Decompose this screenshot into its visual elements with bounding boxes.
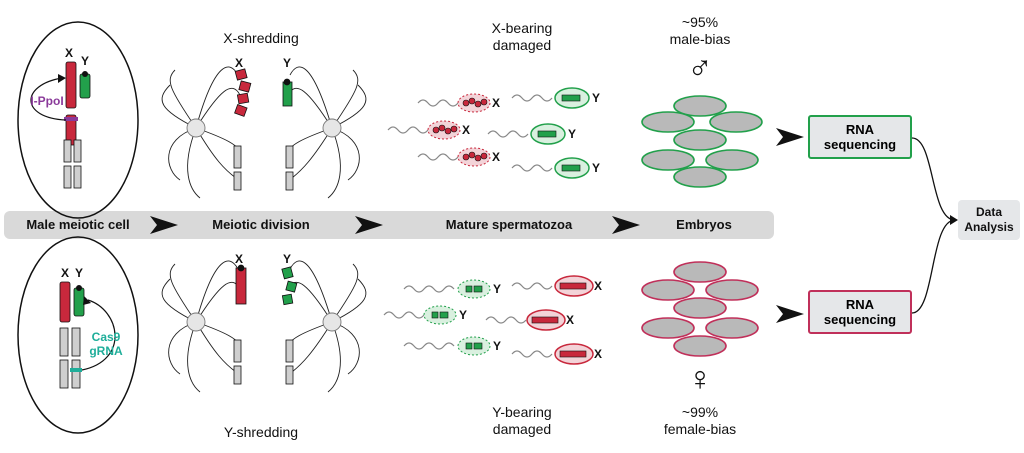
- spindle-bottom: [161, 260, 367, 393]
- enzyme-cas9: Cas9: [91, 330, 121, 344]
- enzyme-grna: gRNA: [89, 344, 123, 358]
- data-analysis-box: Data Analysis: [958, 200, 1020, 240]
- top-y-label: Y: [80, 54, 89, 68]
- top-division-chromosomes: [233, 68, 294, 191]
- stage-label-male-meiotic-cell: Male meiotic cell: [26, 217, 130, 232]
- x-shredding-label: X-shredding: [223, 30, 299, 46]
- male-bias-percent: ~95%: [681, 14, 719, 30]
- bottom-x-label: X: [60, 266, 69, 280]
- embryos-bottom: [641, 261, 759, 357]
- analysis-arrowhead: [950, 215, 958, 225]
- bottom-cell: [17, 236, 139, 434]
- sperm-top-x-2: X: [461, 123, 470, 137]
- sperm-bottom-y-2: Y: [458, 308, 467, 322]
- sperm-bottom-y-3: Y: [492, 339, 501, 353]
- connector-lines: [911, 137, 956, 314]
- division-top-y: Y: [282, 56, 291, 70]
- top-cell: [17, 21, 139, 219]
- sperm-bottom-y-1: Y: [492, 282, 501, 296]
- sperm-heads-top: [427, 87, 590, 179]
- female-symbol: ♀: [687, 360, 713, 398]
- rna-sequencing-box-bottom: RNA sequencing: [808, 290, 912, 334]
- sperm-top-y-3: Y: [591, 161, 600, 175]
- sperm-bottom-x-2: X: [565, 313, 574, 327]
- spindle-top: [161, 66, 367, 199]
- y-shredding-label: Y-shredding: [223, 424, 299, 440]
- embryos-top: [641, 95, 763, 188]
- female-bias-percent: ~99%: [681, 404, 719, 420]
- male-symbol: ♂: [687, 48, 713, 86]
- sperm-bottom-x-3: X: [593, 347, 602, 361]
- sperm-top: [387, 94, 553, 172]
- bottom-y-label: Y: [74, 266, 83, 280]
- rna-sequencing-box-top: RNA sequencing: [808, 115, 912, 159]
- sperm-bottom: [383, 282, 553, 358]
- enzyme-ippoi: I-PpoI: [30, 94, 64, 108]
- division-bottom-y: Y: [282, 252, 291, 266]
- stage-bar: [4, 211, 774, 239]
- male-bias-label: male-bias: [669, 31, 731, 47]
- sperm-bottom-x-1: X: [593, 279, 602, 293]
- sperm-top-x-1: X: [491, 96, 500, 110]
- stage-arrowheads: [150, 128, 804, 323]
- bottom-division-chromosomes: [233, 264, 298, 385]
- sperm-heads-bottom: [423, 275, 594, 365]
- stage-label-embryos: Embryos: [676, 217, 732, 232]
- sperm-top-y-1: Y: [591, 91, 600, 105]
- stage-label-meiotic-division: Meiotic division: [212, 217, 310, 232]
- female-bias-label: female-bias: [663, 421, 737, 437]
- sperm-top-x-3: X: [491, 150, 500, 164]
- x-bearing-damaged-label: X-bearing damaged: [491, 20, 553, 53]
- y-bearing-damaged-label: Y-bearing damaged: [492, 404, 552, 437]
- division-bottom-x: X: [234, 252, 243, 266]
- division-top-x: X: [234, 56, 243, 70]
- top-x-label: X: [64, 46, 73, 60]
- sperm-top-y-2: Y: [567, 127, 576, 141]
- stage-label-mature-spermatozoa: Mature spermatozoa: [445, 217, 573, 232]
